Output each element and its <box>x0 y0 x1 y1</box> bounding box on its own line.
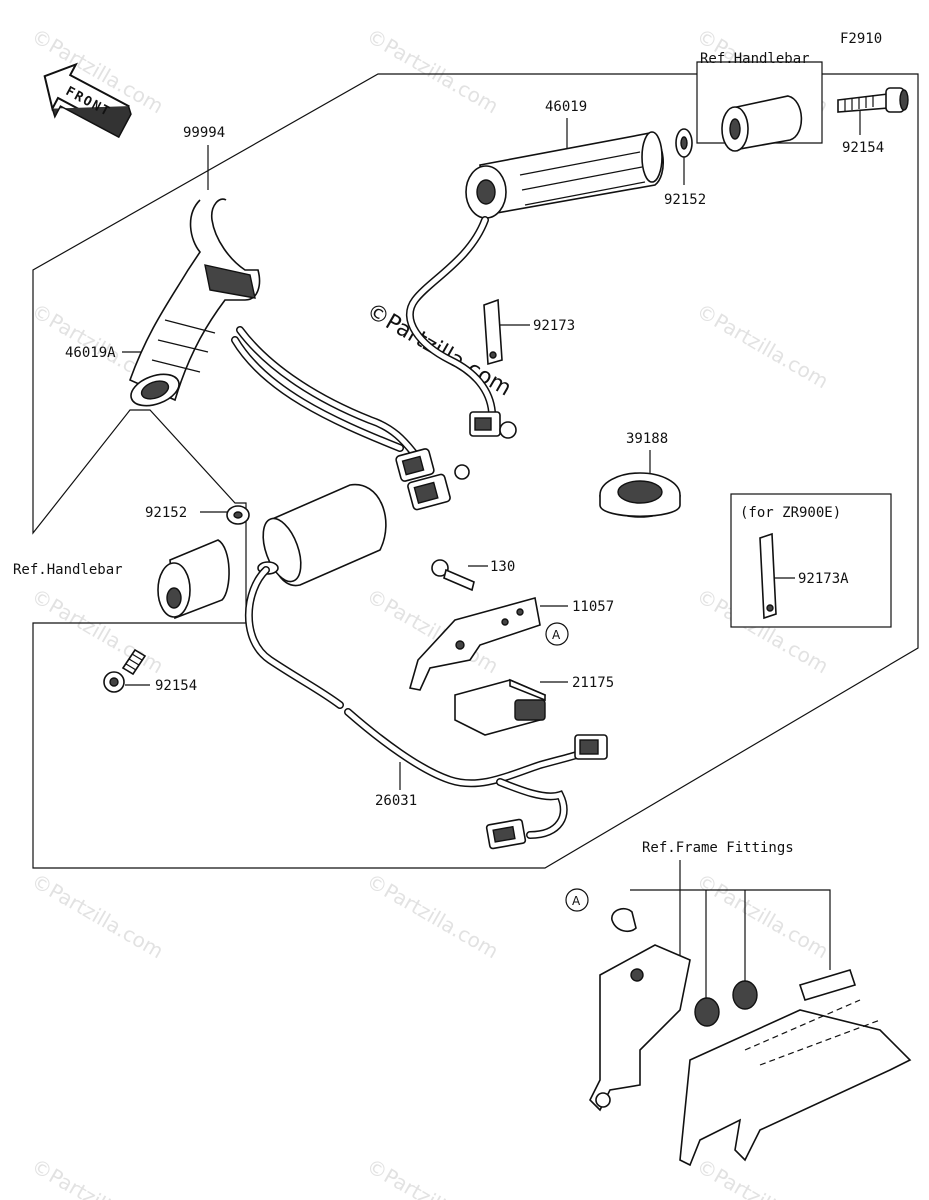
label-130: 130 <box>490 559 515 575</box>
left-grip-harness <box>231 326 470 511</box>
handlebar-end-weight-left <box>157 539 230 620</box>
bolt-130 <box>431 559 475 592</box>
label-ref-handlebar-top: Ref.Handlebar <box>700 51 810 67</box>
cable-tie <box>483 298 503 366</box>
bolt-left <box>103 648 147 693</box>
label-92152-left: 92152 <box>145 505 187 521</box>
label-92173A: 92173A <box>798 571 849 587</box>
right-grip-harness <box>406 216 517 439</box>
frame-fittings-assembly <box>589 889 912 1167</box>
right-grip-heater <box>465 131 665 219</box>
relay <box>454 678 546 736</box>
callout-labels: 99994 46019 46019A 92152 92152 92154 921… <box>13 51 884 856</box>
label-for-zr900e: (for ZR900E) <box>740 505 841 521</box>
cable-tie-zr900e <box>759 532 777 620</box>
marker-a-bottom: A <box>565 888 589 912</box>
label-26031: 26031 <box>375 793 417 809</box>
watermark: ©Partzilla.com <box>363 1154 503 1200</box>
watermark: ©Partzilla.com <box>363 24 503 119</box>
zr900e-box <box>730 493 892 628</box>
marker-a-top: A <box>545 622 569 646</box>
main-harness <box>245 566 608 850</box>
grommet <box>599 472 681 518</box>
label-11057: 11057 <box>572 599 614 615</box>
label-39188: 39188 <box>626 431 668 447</box>
label-92152-top: 92152 <box>664 192 706 208</box>
bracket <box>408 596 541 691</box>
controller-unit <box>257 483 387 587</box>
marker-a-bottom-label: A <box>572 894 581 908</box>
handlebar-end-weight-top <box>721 95 803 152</box>
left-grip-heater <box>128 198 261 407</box>
front-arrow-icon: FRONT <box>43 62 132 139</box>
watermark: ©Partzilla.com <box>693 1154 833 1200</box>
label-ref-frame-fittings: Ref.Frame Fittings <box>642 840 794 856</box>
label-21175: 21175 <box>572 675 614 691</box>
figure-code: F2910 <box>840 31 882 47</box>
watermark: ©Partzilla.com <box>363 869 503 964</box>
bolt-top <box>837 87 909 113</box>
label-99994: 99994 <box>183 125 225 141</box>
watermark: ©Partzilla.com <box>28 584 168 679</box>
spacer-washer-left <box>226 505 250 525</box>
label-92154-top: 92154 <box>842 140 884 156</box>
spacer-washer-top <box>675 128 693 158</box>
watermark: ©Partzilla.com <box>28 1154 168 1200</box>
label-92154-left: 92154 <box>155 678 197 694</box>
label-ref-handlebar-left: Ref.Handlebar <box>13 562 123 578</box>
label-46019A: 46019A <box>65 345 116 361</box>
marker-a-top-label: A <box>552 628 561 642</box>
watermark: ©Partzilla.com <box>693 299 833 394</box>
kit-outline <box>32 73 919 869</box>
label-92173: 92173 <box>533 318 575 334</box>
watermark: ©Partzilla.com <box>693 869 833 964</box>
watermark: ©Partzilla.com <box>28 869 168 964</box>
label-46019: 46019 <box>545 99 587 115</box>
